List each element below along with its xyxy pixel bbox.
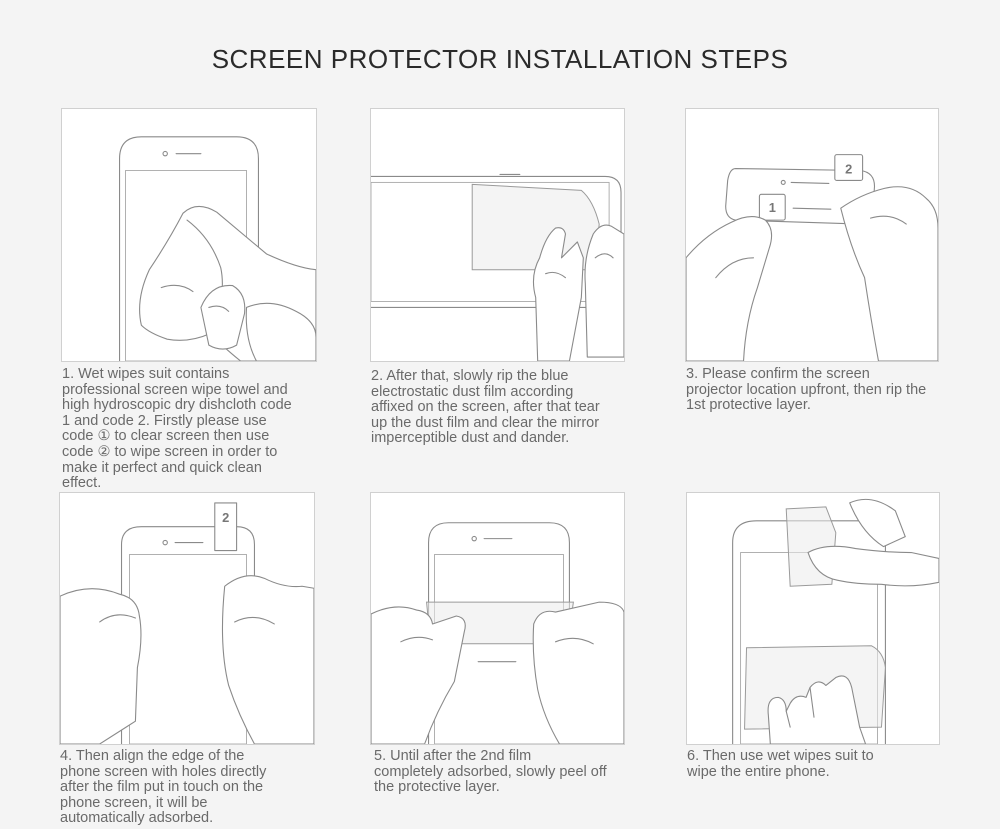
peel-protective-layer-drawing	[371, 522, 624, 744]
step-2-illustration	[370, 108, 625, 362]
step-3-illustration: 2 1	[685, 108, 939, 362]
step-3-caption: 3. Please confirm the screen projector l…	[686, 366, 927, 414]
code-2-film-label: 2	[222, 510, 229, 525]
wipe-entire-phone-drawing	[732, 498, 939, 744]
peel-dust-film-drawing	[371, 173, 624, 361]
code-1-label: 1	[769, 200, 776, 215]
step-2-caption: 2. After that, slowly rip the blue elect…	[371, 368, 600, 447]
step-4-caption: 4. Then align the edge of the phone scre…	[60, 748, 267, 827]
page-title: SCREEN PROTECTOR INSTALLATION STEPS	[211, 44, 789, 74]
align-film-drawing: 2	[60, 502, 314, 744]
rip-first-layer-drawing: 2 1	[686, 154, 938, 361]
step-5-illustration	[370, 492, 625, 745]
step-6-illustration	[686, 492, 940, 745]
step-1-illustration	[61, 108, 317, 362]
code-2-label: 2	[845, 161, 852, 176]
step-5-caption: 5. Until after the 2nd film completely a…	[374, 748, 607, 796]
step-4-illustration: 2	[59, 492, 315, 745]
wipe-phone-drawing	[119, 136, 316, 361]
step-6-caption: 6. Then use wet wipes suit to wipe the e…	[687, 748, 874, 780]
step-1-caption: 1. Wet wipes suit contains professional …	[62, 366, 292, 492]
